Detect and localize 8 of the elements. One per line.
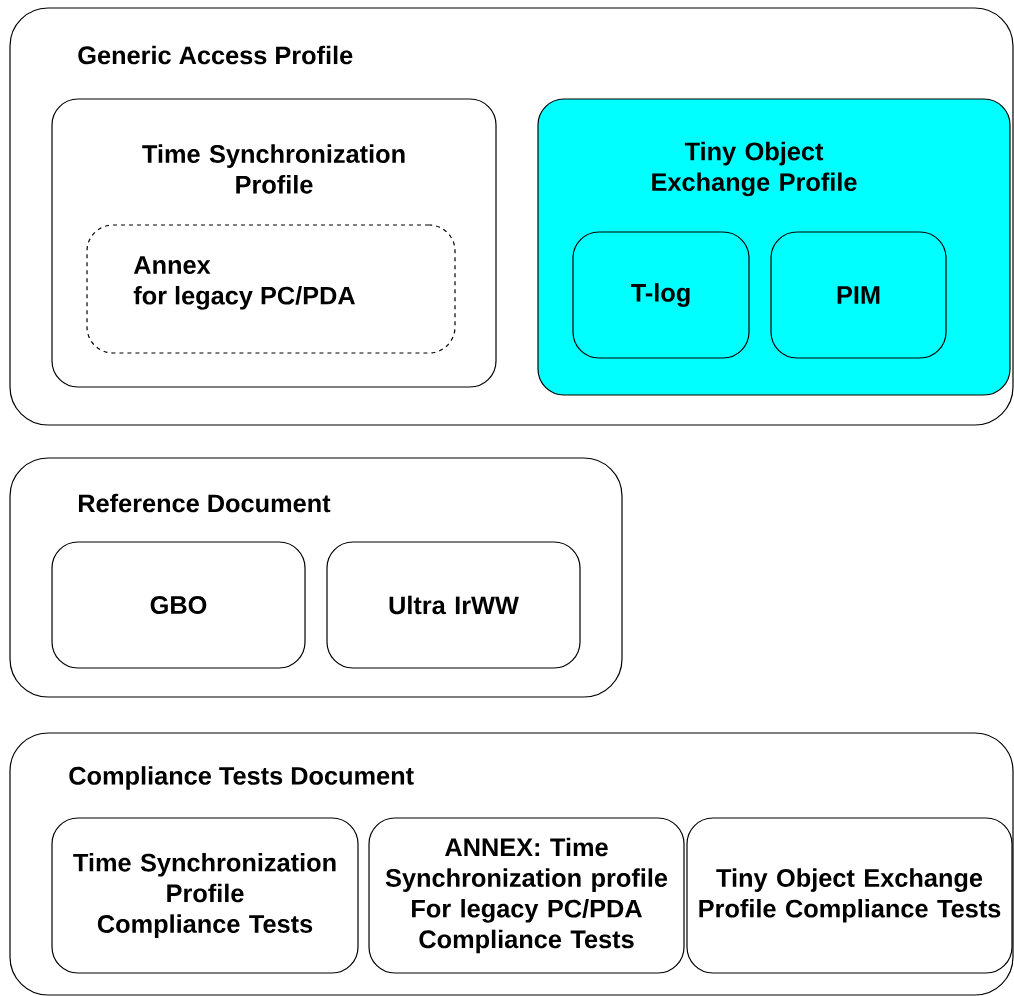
document-box: T-log bbox=[572, 231, 750, 359]
document-box: GBO bbox=[51, 541, 306, 669]
document-box: Tiny Object Exchange Profile Compliance Tests bbox=[686, 817, 1013, 974]
document-box: Ultra IrWW bbox=[326, 541, 581, 669]
annex-box: Annex for legacy PC/PDA bbox=[86, 224, 456, 354]
document-box: PIM bbox=[770, 231, 947, 359]
document-box: ANNEX: Time Synchronization profile For legacy PC/PDA Compliance Tests bbox=[368, 817, 685, 974]
document-box: Time Synchronization Profile Compliance Tests bbox=[51, 817, 359, 974]
